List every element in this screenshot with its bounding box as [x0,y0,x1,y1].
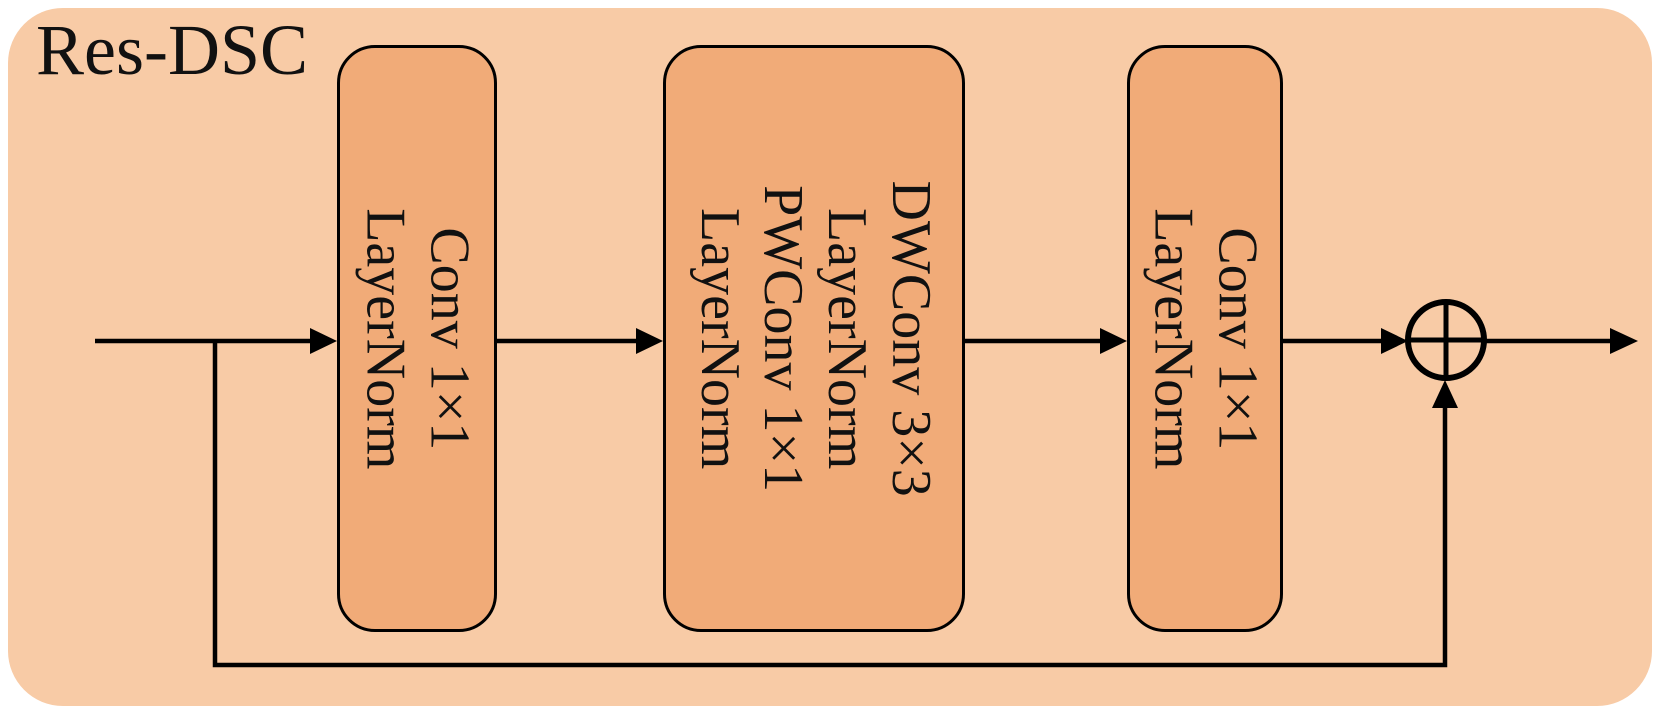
block-label-line: DWConv 3×3 [879,180,942,497]
block-label-line: LayerNorm [815,207,878,470]
block-label-line: Conv 1×1 [1206,227,1269,450]
block-conv1x1-first-label: Conv 1×1 LayerNorm [353,208,481,469]
block-label-line: Conv 1×1 [418,227,481,450]
block-conv1x1-first: Conv 1×1 LayerNorm [337,45,497,632]
block-label-line: LayerNorm [1143,207,1205,470]
block-conv1x1-second-label: Conv 1×1 LayerNorm [1141,208,1269,469]
block-dwconv-pwconv: DWConv 3×3 LayerNorm PWConv 1×1 LayerNor… [663,45,965,632]
block-label-line: PWConv 1×1 [752,185,815,492]
block-dwconv-pwconv-label: DWConv 3×3 LayerNorm PWConv 1×1 LayerNor… [686,180,941,496]
block-conv1x1-second: Conv 1×1 LayerNorm [1127,45,1283,632]
block-label-line: LayerNorm [688,207,751,470]
block-label-line: LayerNorm [355,207,417,470]
diagram-title: Res-DSC [36,10,309,90]
